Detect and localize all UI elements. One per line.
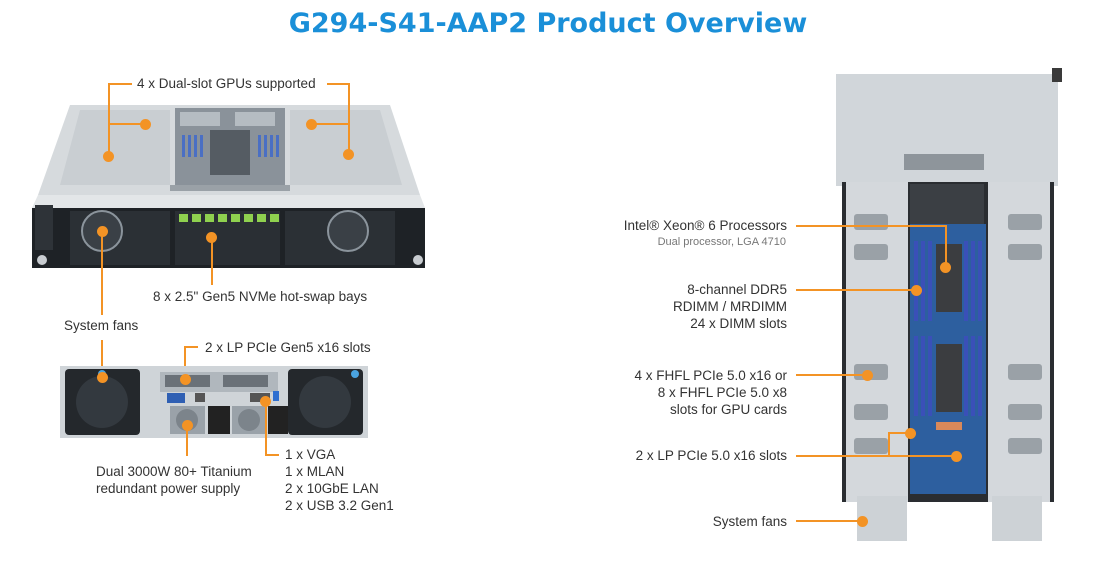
gpu-callout-dot [140,119,151,130]
top-system-fans-label: System fans [712,514,787,529]
gpu-callout-dot [343,149,354,160]
gpu-slots-label: 4 x FHFL PCIe 5.0 x16 or 8 x FHFL PCIe 5… [634,368,787,417]
server-top-image [836,68,1062,541]
psu-label: Dual 3000W 80+ Titanium redundant power … [96,464,252,496]
lp-slots-callout-dot [951,451,962,462]
rear-fan-callout-dot [97,372,108,383]
lp-pcie-label: 2 x LP PCIe Gen5 x16 slots [205,340,371,355]
system-fans-label: System fans [64,318,139,333]
gpu-slots-callout-dot [862,370,873,381]
io-ports-label: 1 x VGA 1 x MLAN 2 x 10GbE LAN 2 x USB 3… [285,447,394,513]
cpu-label: Intel® Xeon® 6 Processors [623,218,787,233]
lp-slots-label: 2 x LP PCIe 5.0 x16 slots [635,448,787,463]
lp-pcie-callout-dot [180,374,191,385]
top-fans-callout-dot [857,516,868,527]
cpu-sublabel: Dual processor, LGA 4710 [657,236,786,248]
gpu-support-label: 4 x Dual-slot GPUs supported [137,76,316,91]
memory-label: 8-channel DDR5 RDIMM / MRDIMM 24 x DIMM … [673,282,787,331]
server-rear-image [60,366,368,438]
cpu-callout-dot [940,262,951,273]
lp-slots-callout-dot [905,428,916,439]
server-front-image [32,105,425,268]
memory-callout-dot [911,285,922,296]
gpu-callout-dot [103,151,114,162]
page-title: G294-S41-AAP2 Product Overview [288,8,808,39]
gpu-callout-dot [306,119,317,130]
nvme-bays-label: 8 x 2.5" Gen5 NVMe hot-swap bays [153,289,368,304]
